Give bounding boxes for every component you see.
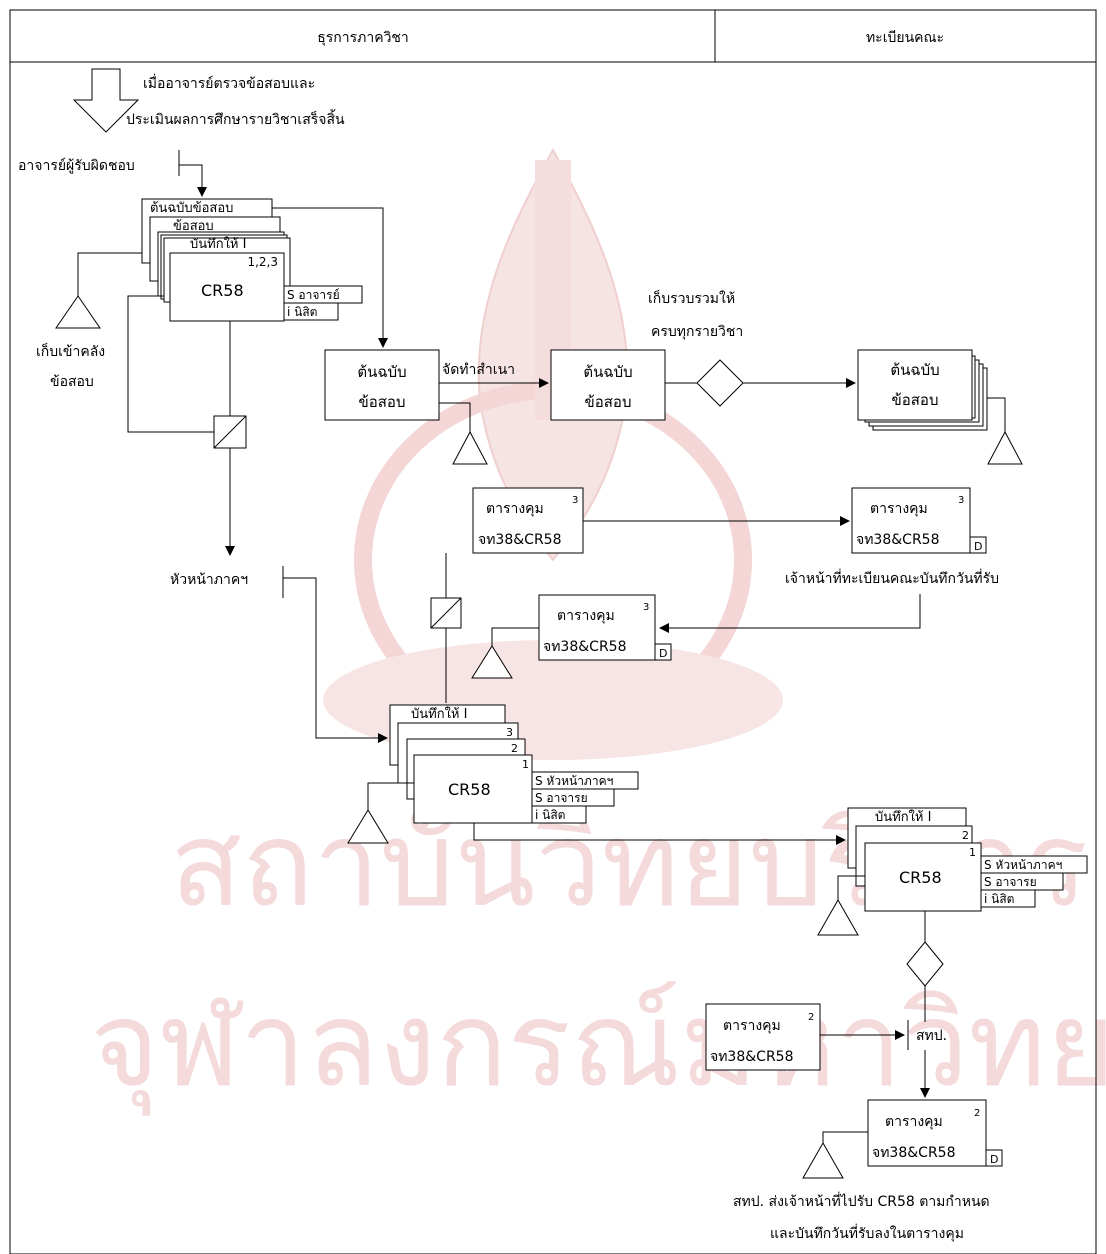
start-arrow-icon <box>72 68 140 133</box>
lane-header-right: ทะเบียนคณะ <box>866 30 944 46</box>
doc2-cr58: CR58 <box>448 780 491 799</box>
doc-exam-original: ต้นฉบับข้อสอบ <box>150 201 233 216</box>
doc2-n3: 3 <box>506 726 513 739</box>
sig-student: i นิสิต <box>287 305 317 319</box>
doc3-student: i นิสิต <box>984 892 1014 906</box>
doc3-sig-teacher: S อาจารย <box>984 875 1037 889</box>
doc3-n2: 2 <box>962 829 969 842</box>
ctrl-a-line1: ตารางคุม <box>486 501 544 517</box>
file-triangle-icon-2 <box>987 430 1023 465</box>
doc3-n1: 1 <box>969 846 976 859</box>
swimlane-frame: ธุรการภาควิชา ทะเบียนคณะ <box>9 9 1097 1254</box>
file-triangle-icon-3 <box>471 645 513 679</box>
lane-header-left: ธุรการภาควิชา <box>317 30 409 46</box>
doc2-memo: บันทึกให้ I <box>411 706 467 722</box>
doc3-memo: บันทึกให้ I <box>875 809 931 825</box>
exam-original-stack: ต้นฉบับ ข้อสอบ <box>857 349 988 431</box>
doc2-n1: 1 <box>522 758 529 771</box>
watermark-line2: จุฬาลงกรณ์มหาวิทยาลัย <box>90 975 1106 1117</box>
doc2-sig-teacher: S อาจารย <box>535 791 588 805</box>
cr58-document-stack: ต้นฉบับข้อสอบ ข้อสอบ บันทึกให้ I 1,2,3 C… <box>141 198 363 322</box>
collect-label-1: เก็บรวบรวมให้ <box>648 289 735 307</box>
registrar-note: เจ้าหน้าที่ทะเบียนคณะบันทึกวันที่รับ <box>785 569 999 587</box>
ctrl-a-line2: จท38&CR58 <box>478 532 561 548</box>
orig1-line1: ต้นฉบับ <box>357 363 406 381</box>
file-triangle-icon-5 <box>817 898 859 936</box>
final-note-2: และบันทึกวันที่รับลงในตารางคุม <box>770 1224 964 1242</box>
orig3-line2: ข้อสอบ <box>892 391 939 409</box>
ctrl-b-num: 3 <box>958 495 964 506</box>
ctrl-e-num: 2 <box>974 1108 980 1119</box>
file-triangle-icon-4 <box>347 809 389 844</box>
ctrl-c-line2: จท38&CR58 <box>543 639 626 655</box>
orig3-line1: ต้นฉบับ <box>890 361 939 379</box>
doc2-student: i นิสิต <box>535 808 565 822</box>
doc-exam: ข้อสอบ <box>173 219 214 234</box>
doc3-cr58: CR58 <box>899 868 942 887</box>
exam-original-box-1: ต้นฉบับ ข้อสอบ <box>324 349 440 421</box>
responsible-teacher-label: อาจารย์ผู้รับผิดชอบ <box>18 157 135 174</box>
decision-diamond-icon-1 <box>696 359 744 407</box>
control-sheet-c: ตารางคุม 3 จท38&CR58 D <box>538 594 672 661</box>
doc3-sig-head: S หัวหน้าภาคฯ <box>984 858 1062 872</box>
control-sheet-d: ตารางคุม 2 จท38&CR58 <box>705 1003 821 1071</box>
ctrl-d-line2: จท38&CR58 <box>710 1049 793 1065</box>
ctrl-e-d: D <box>990 1153 998 1166</box>
ctrl-d-line1: ตารางคุม <box>723 1018 781 1034</box>
ctrl-a-num: 3 <box>572 495 578 506</box>
control-sheet-e: ตารางคุม 2 จท38&CR58 D <box>867 1099 1003 1167</box>
orig2-line1: ต้นฉบับ <box>583 363 632 381</box>
exam-original-box-2: ต้นฉบับ ข้อสอบ <box>550 349 666 421</box>
ctrl-e-line1: ตารางคุม <box>885 1114 943 1130</box>
collect-label-2: ครบทุกรายวิชา <box>651 324 743 340</box>
archive-label-1: เก็บเข้าคลัง <box>36 342 105 360</box>
doc-memo: บันทึกให้ I <box>190 236 246 252</box>
start-line2: ประเมินผลการศึกษารายวิชาเสร็จสิ้น <box>126 109 345 128</box>
ctrl-b-line2: จท38&CR58 <box>856 532 939 548</box>
orig2-line2: ข้อสอบ <box>585 393 632 411</box>
archive-triangle-icon <box>55 295 101 329</box>
ctrl-c-line1: ตารางคุม <box>557 608 615 624</box>
file-triangle-icon-6 <box>802 1141 844 1179</box>
collate-square-icon <box>213 415 247 449</box>
ctrl-c-d: D <box>659 647 667 660</box>
sig-teacher: S อาจารย์ <box>287 288 340 302</box>
ctrl-d-num: 2 <box>808 1012 814 1023</box>
control-sheet-b: ตารางคุม 3 จท38&CR58 D <box>851 487 987 554</box>
collate-square-icon-2 <box>430 597 462 629</box>
doc2-sig-head: S หัวหน้าภาคฯ <box>535 774 613 788</box>
doc-copies: 1,2,3 <box>247 255 278 269</box>
cr58-registrar-stack: บันทึกให้ I 2 1 CR58 S หัวหน้าภาคฯ S อาจ… <box>847 807 1088 912</box>
make-copy-label: จัดทำสำเนา <box>442 362 515 378</box>
ctrl-e-line2: จท38&CR58 <box>872 1145 955 1161</box>
final-note-1: สทป. ส่งเจ้าหน้าที่ไปรับ CR58 ตามกำหนด <box>733 1192 990 1210</box>
ctrl-c-num: 3 <box>643 602 649 613</box>
orig1-line2: ข้อสอบ <box>359 393 406 411</box>
watermark-emblem <box>323 147 783 760</box>
ctrl-b-d: D <box>974 540 982 553</box>
cr58-head-stack: บันทึกให้ I 3 2 1 CR58 S หัวหน้าภาคฯ S อ… <box>389 704 639 824</box>
file-triangle-icon-1 <box>452 430 488 465</box>
doc2-n2: 2 <box>511 742 518 755</box>
ctrl-b-line1: ตารางคุม <box>870 501 928 517</box>
doc-cr58: CR58 <box>201 281 244 300</box>
stp-label: สทป. <box>916 1028 947 1044</box>
control-sheet-a: ตารางคุม 3 จท38&CR58 <box>472 487 584 554</box>
head-of-dept-label: หัวหน้าภาคฯ <box>170 572 248 588</box>
archive-label-2: ข้อสอบ <box>50 374 94 390</box>
start-line1: เมื่ออาจารย์ตรวจข้อสอบและ <box>143 74 315 92</box>
